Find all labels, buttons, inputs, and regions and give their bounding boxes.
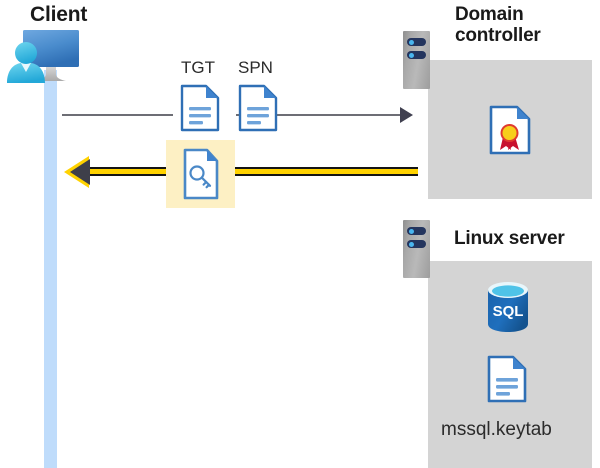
linux-server-icon [403, 220, 430, 278]
tgt-document-icon [180, 84, 220, 137]
request-line-segment-left [62, 114, 173, 116]
keytab-document-icon [487, 355, 527, 408]
tgt-label: TGT [181, 58, 215, 77]
domain-controller-server-icon [403, 31, 430, 89]
reply-arrow-head-icon [70, 159, 90, 185]
domain-controller-title: Domain controller [455, 4, 595, 47]
spn-document-icon [238, 84, 278, 137]
certificate-document-icon [489, 105, 531, 160]
linux-server-title: Linux server [454, 228, 565, 249]
client-title: Client [30, 3, 88, 26]
sql-database-icon: SQL [484, 281, 532, 338]
request-arrow-head-icon [400, 107, 413, 123]
reply-arrow-segment-right [233, 167, 418, 176]
request-line-segment-right [283, 114, 405, 116]
client-user-monitor-icon [4, 26, 104, 88]
domain-controller-title-line-2: controller [455, 25, 541, 47]
spn-label: SPN [238, 58, 273, 77]
keytab-filename-label: mssql.keytab [441, 419, 552, 440]
service-ticket-key-document-icon [183, 148, 219, 205]
sql-database-label: SQL [493, 303, 524, 320]
client-lifeline-bar [44, 70, 57, 468]
domain-controller-title-line-1: Domain [455, 4, 524, 25]
reply-arrow-segment-left [85, 167, 168, 176]
